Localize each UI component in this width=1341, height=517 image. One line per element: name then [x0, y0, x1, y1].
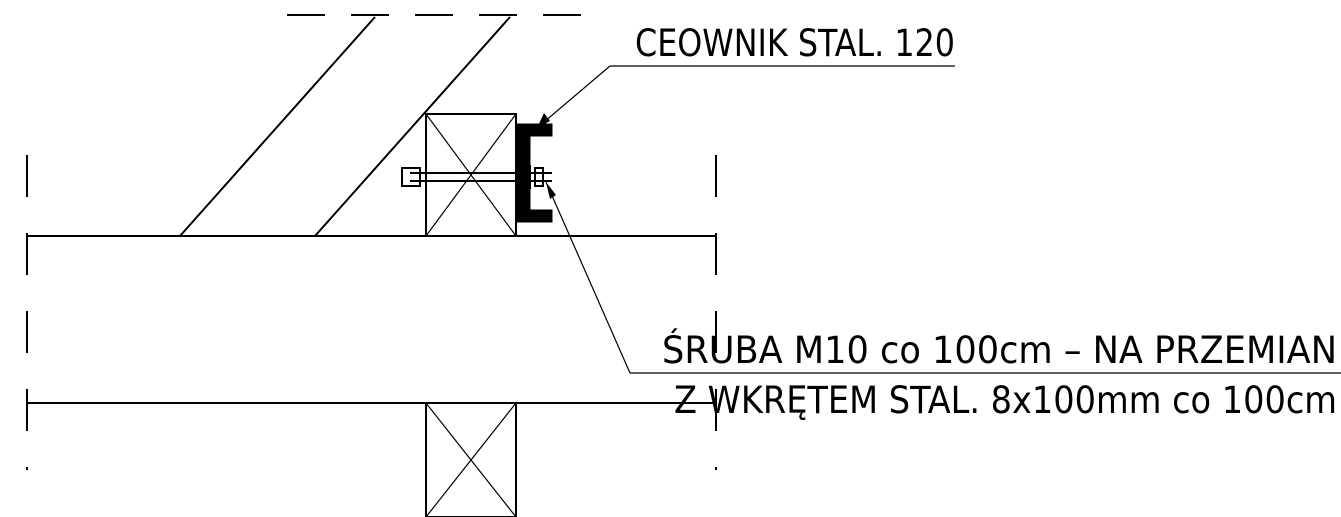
upper-timber-block	[425, 113, 517, 237]
steel-channel-profile	[515, 123, 553, 223]
bolt-label-line2: Z WKRĘTEM STAL. 8x100mm co 100cm	[674, 379, 1337, 422]
channel-leader	[536, 65, 955, 129]
channel-label: CEOWNIK STAL. 120	[635, 22, 955, 65]
bolt	[401, 165, 552, 189]
bolt-label-line1: ŚRUBA M10 co 100cm – NA PRZEMIAN	[662, 328, 1337, 372]
diagonal-rafter-left	[179, 16, 376, 237]
bolt-leader	[545, 181, 1341, 374]
lower-timber-post	[425, 402, 517, 517]
diagonal-rafter-right	[314, 16, 511, 237]
